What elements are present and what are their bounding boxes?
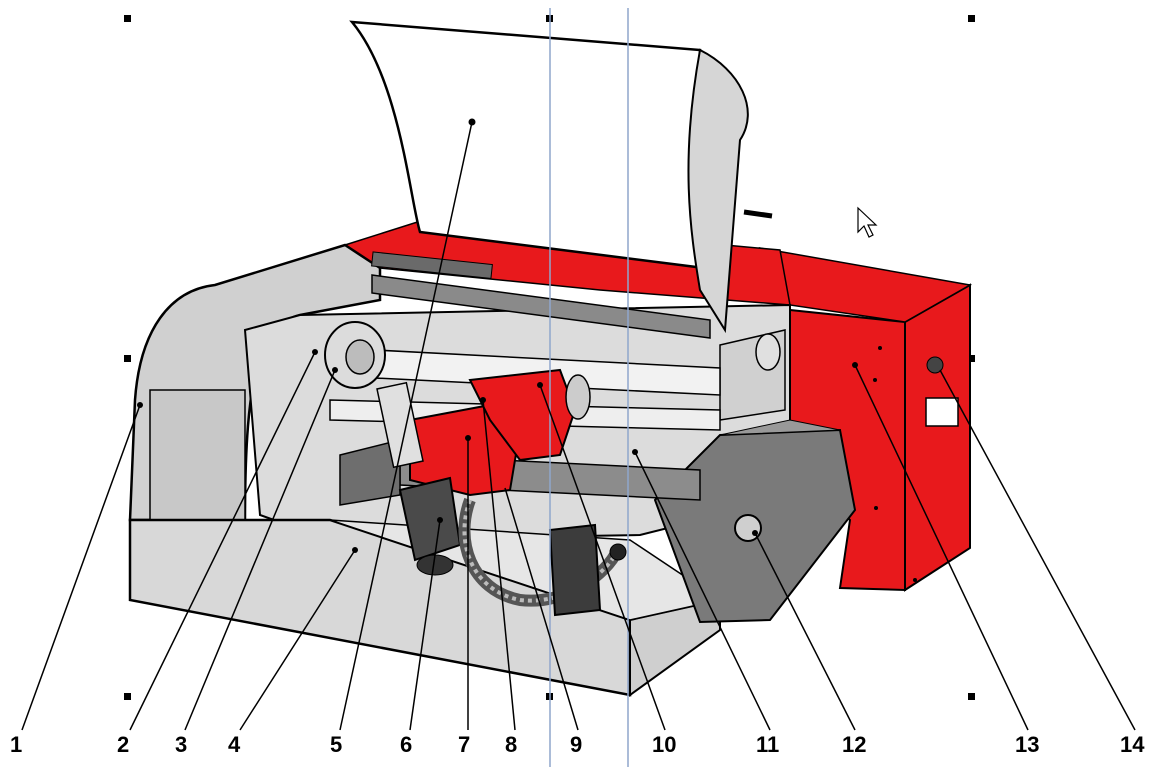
part-number-labels: 1 2 3 4 5 6 7 8 9 10 11 12 13 14 <box>10 732 1145 757</box>
main-switch-icon <box>926 356 944 374</box>
part-number-8: 8 <box>505 732 517 757</box>
part-number-1: 1 <box>10 732 22 757</box>
chuck <box>324 321 386 389</box>
part-number-5: 5 <box>330 732 342 757</box>
part-number-13: 13 <box>1015 732 1039 757</box>
leader-lines <box>21 121 1136 731</box>
part-number-11: 11 <box>756 732 779 757</box>
control-panel <box>653 419 857 624</box>
part-number-7: 7 <box>458 732 470 757</box>
part-number-10: 10 <box>652 732 676 757</box>
guide-lines[interactable] <box>549 8 629 767</box>
protective-door <box>349 20 773 339</box>
tool-carriage <box>376 368 591 497</box>
leader-dots <box>137 118 758 553</box>
part-number-4: 4 <box>228 732 241 757</box>
part-number-3: 3 <box>175 732 187 757</box>
cursor-icon <box>857 206 878 238</box>
part-number-12: 12 <box>842 732 866 757</box>
part-number-6: 6 <box>400 732 412 757</box>
part-number-9: 9 <box>570 732 582 757</box>
right-cabinet <box>758 246 973 592</box>
label-plate <box>925 397 959 427</box>
part-number-2: 2 <box>117 732 129 757</box>
part-number-14: 14 <box>1120 732 1145 757</box>
motor-assembly <box>398 476 627 617</box>
